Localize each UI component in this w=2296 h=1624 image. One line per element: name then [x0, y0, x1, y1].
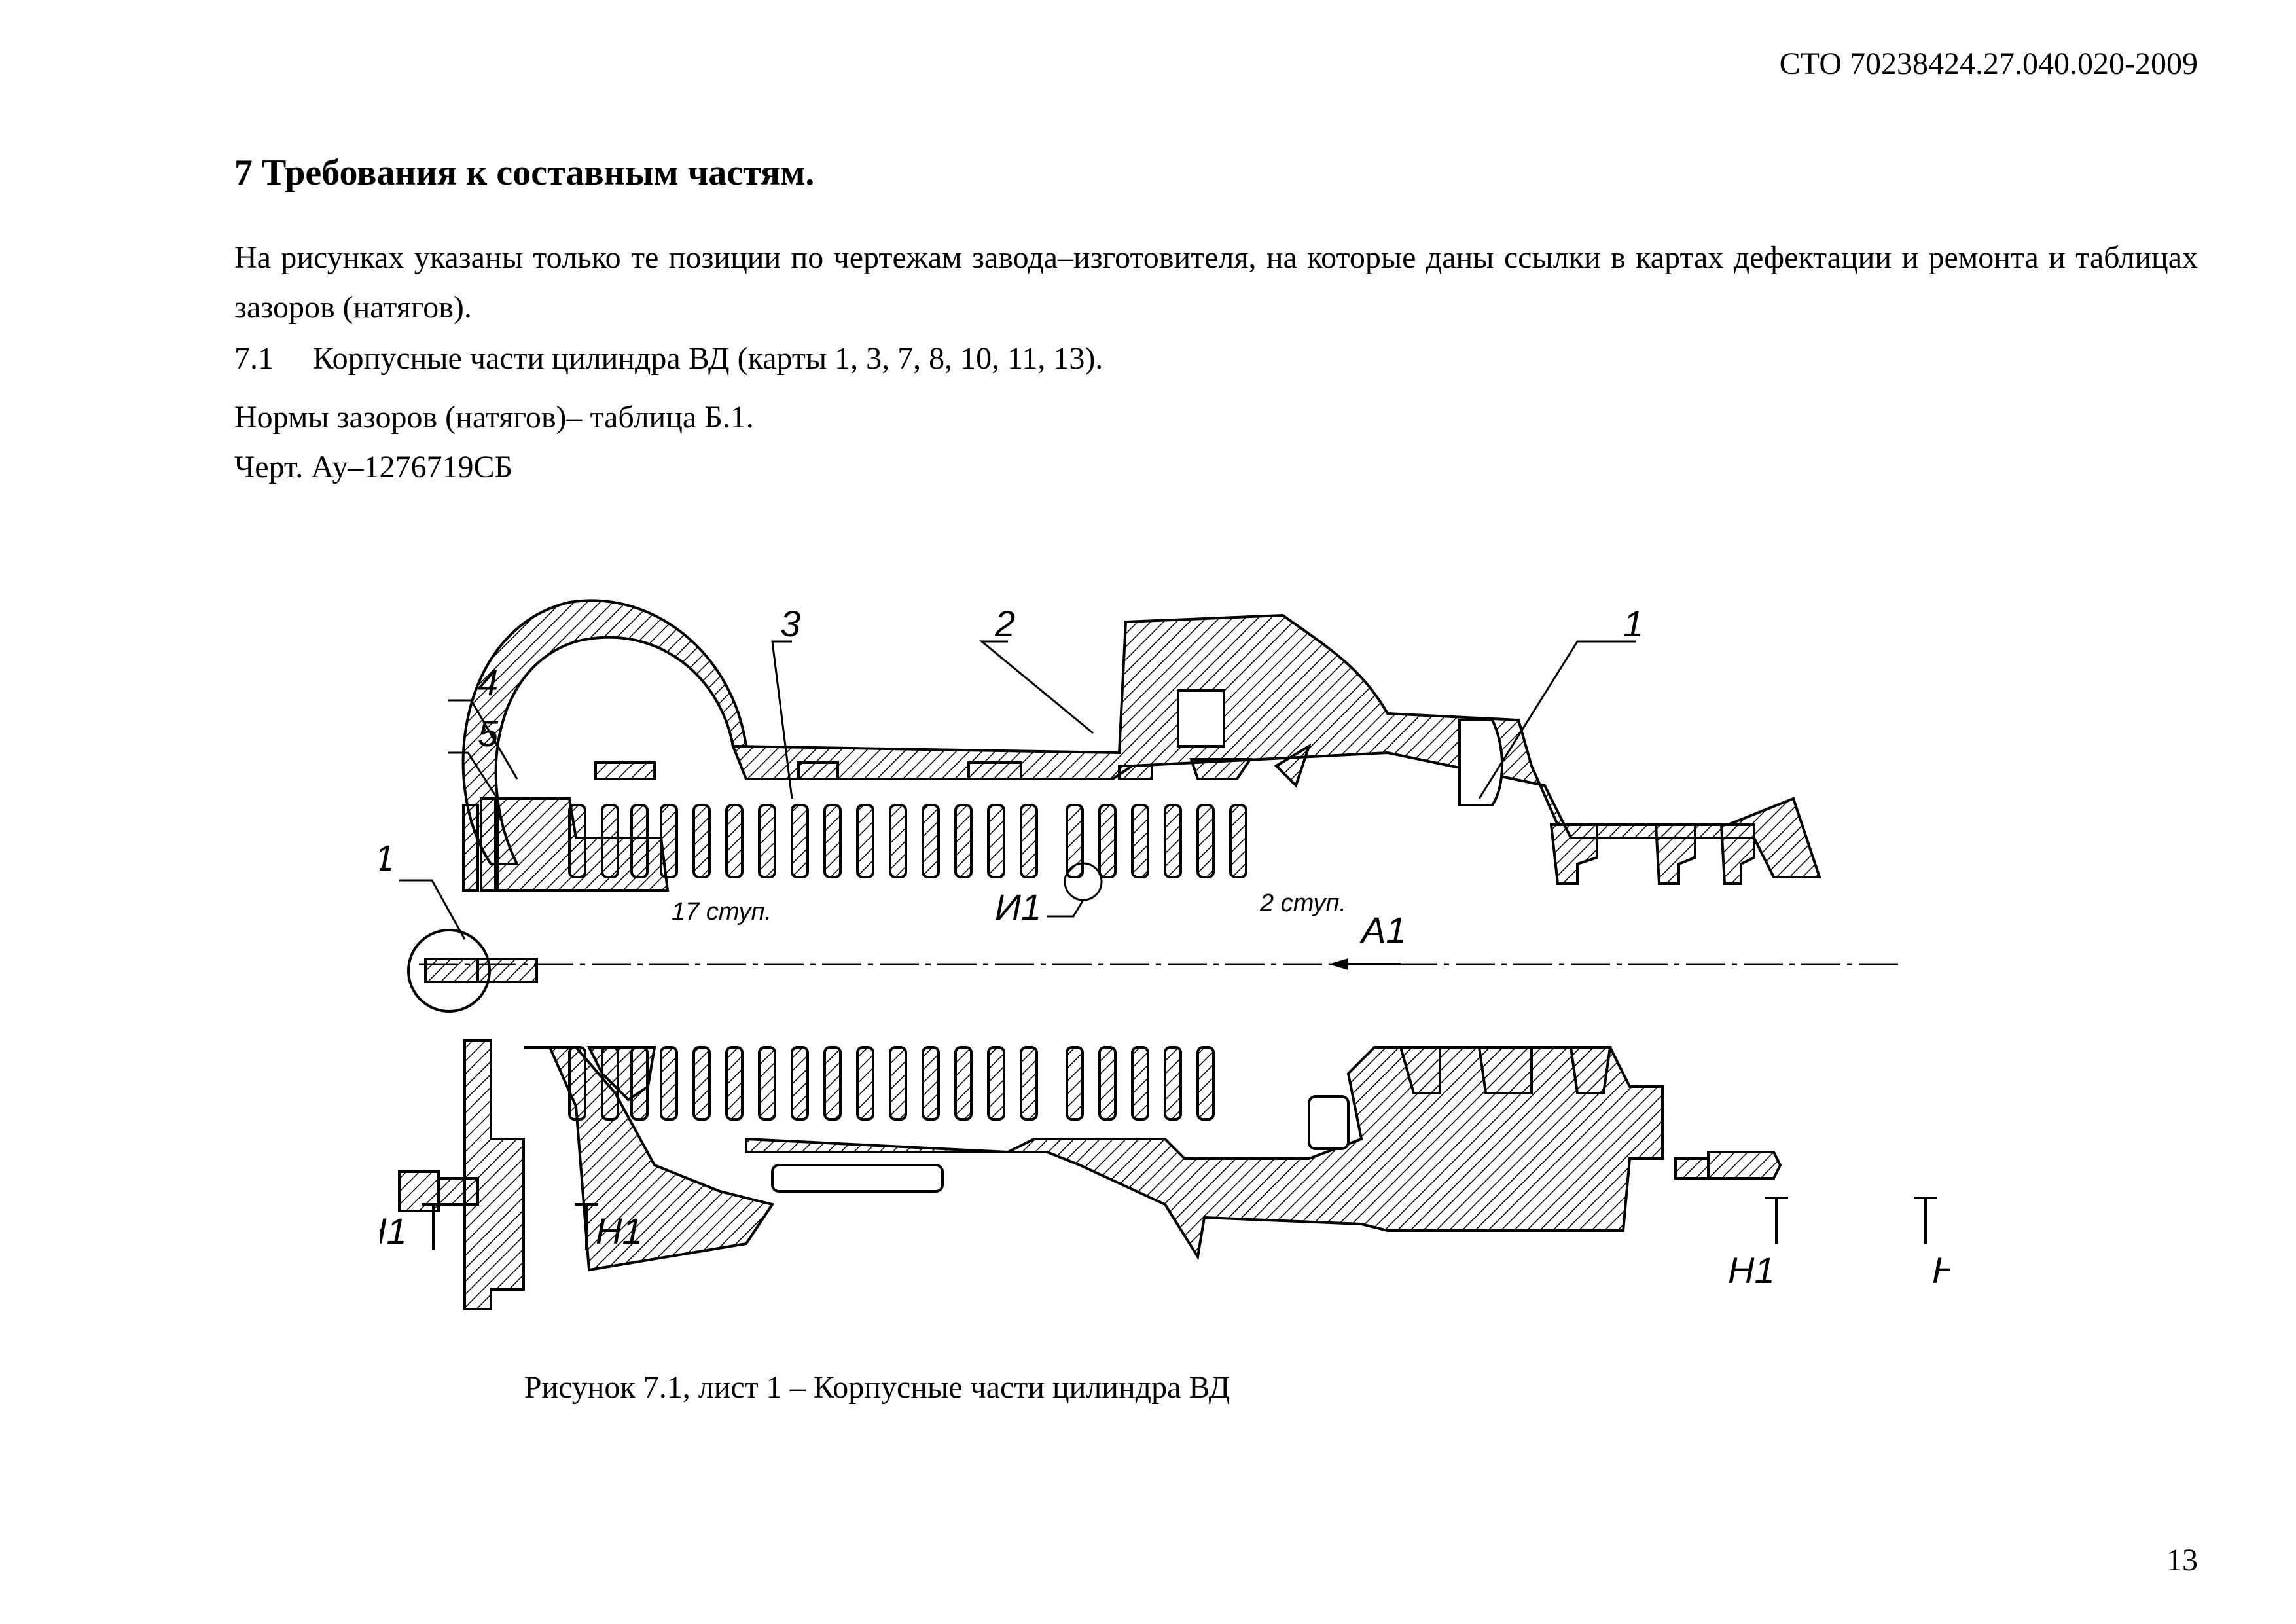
section-h-label-3: Н1 [1728, 1250, 1775, 1291]
drawing-reference: Черт. Ау–1276719СБ [234, 450, 513, 484]
view-i-label: И1 [995, 886, 1041, 928]
arrow-a1-icon [1329, 958, 1348, 970]
stage-17-label: 17 ступ. [672, 898, 772, 926]
section-h-label-4: Н1 [1932, 1250, 1950, 1291]
section-h-label-1: Н1 [380, 1210, 407, 1252]
item-7-1: 7.1 Корпусные части цилиндра ВД (карты 1,… [234, 340, 1103, 376]
callout-1: 1 [1623, 603, 1643, 644]
figure-caption: Рисунок 7.1, лист 1 – Корпусные части ци… [524, 1370, 1230, 1405]
item-text: Корпусные части цилиндра ВД (карты 1, 3,… [313, 341, 1103, 376]
norms-line: Нормы зазоров (натягов)– таблица Б.1. [234, 400, 754, 435]
view-zh-label: Ж1 [380, 837, 395, 878]
view-a-label: А1 [1359, 909, 1407, 950]
callout-5: 5 [478, 713, 499, 754]
lower-blades [568, 1046, 1215, 1121]
document-code: СТО 70238424.27.040.020-2009 [1779, 46, 2198, 81]
lower-casing [398, 1039, 1782, 1310]
upper-blades [568, 804, 1247, 878]
callout-3: 3 [780, 603, 800, 644]
intro-paragraph: На рисунках указаны только те позиции по… [234, 240, 2198, 325]
stage-2-label: 2 ступ. [1259, 890, 1346, 917]
section-h-label-2: Н1 [596, 1210, 643, 1252]
callout-2: 2 [994, 603, 1015, 644]
callout-4: 4 [478, 662, 498, 703]
leader-lines [399, 640, 1636, 940]
cylinder-section-drawing: 1 2 3 4 5 Ж1 И1 А1 Н1 Н1 Н1 Н1 17 ступ. … [380, 599, 1950, 1310]
page-number: 13 [2166, 1543, 2198, 1578]
section-title: 7 Требования к составным частям. [234, 153, 815, 193]
section-marks [422, 1197, 1937, 1250]
item-number: 7.1 [234, 341, 274, 376]
